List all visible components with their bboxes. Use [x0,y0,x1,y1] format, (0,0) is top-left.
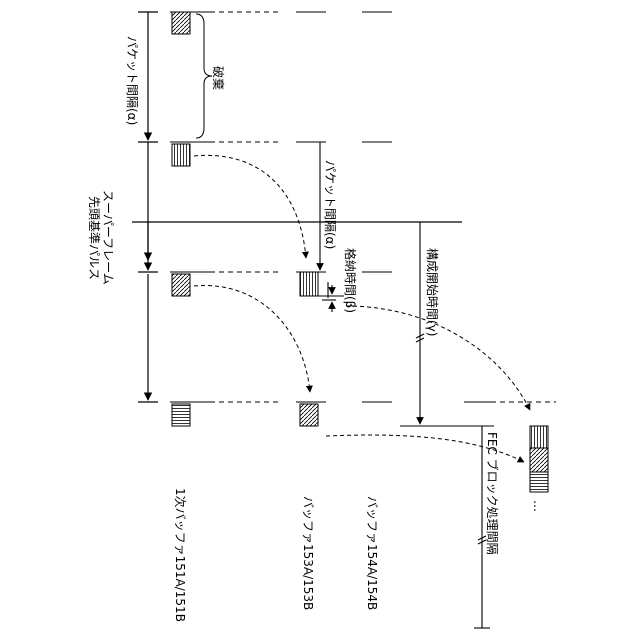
packet-block [172,12,190,34]
discard-brace [196,14,212,138]
storage-time-label: 格納時間(β) [343,248,358,313]
packet-block [172,404,190,426]
fec-interval-label: FEC ブロック処理間隔 [485,432,500,555]
packet-interval-left-label: パケット間隔(α) [125,36,139,125]
discard-label: 破棄 [211,66,226,90]
packet-block [172,274,190,296]
compose-start [400,222,494,426]
row-guides [170,12,556,402]
transfer-arrows [194,155,530,462]
superframe-pulse-label-1: スーパーフレーム [101,190,115,285]
compose-start-label: 構成開始時間(γ) [425,248,439,336]
buffer-153-label: バッファ153A/153B [301,496,315,610]
superframe-pulse-label-2: 先頭基準パルス [87,196,102,280]
fec-output-stack [530,426,548,492]
buffer-154-label: バッファ154A/154B [365,496,379,610]
primary-buffer-label: 1次バッファ151A/151B [173,488,187,622]
packet-block [300,404,318,426]
packet-block [172,144,190,166]
packet-interval-mid-label: パケット間隔(α) [323,160,337,249]
ellipsis-label: … [531,500,545,512]
packet-block [300,272,318,296]
left-timeline [138,12,158,402]
